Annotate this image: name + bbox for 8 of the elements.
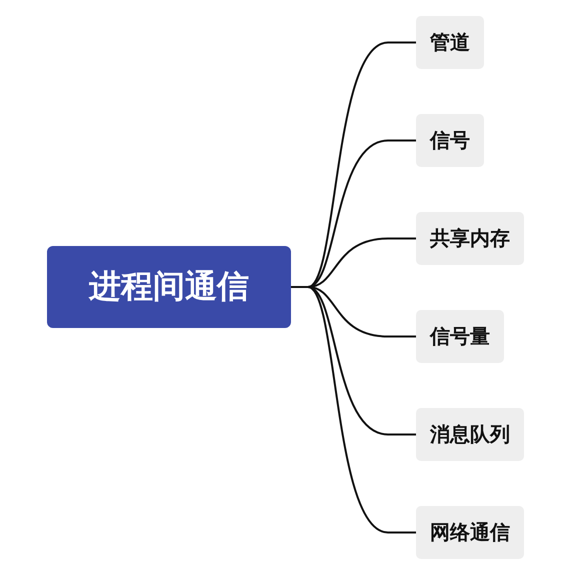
branch-box: 信号 bbox=[416, 114, 484, 167]
branch-box: 共享内存 bbox=[416, 212, 524, 265]
branch-box: 网络通信 bbox=[416, 506, 524, 559]
branch-box: 信号量 bbox=[416, 310, 504, 363]
branch-box: 管道 bbox=[416, 16, 484, 69]
topic-box: 进程间通信 bbox=[47, 246, 291, 328]
connector-line bbox=[291, 286, 416, 534]
branch-box: 消息队列 bbox=[416, 408, 524, 461]
